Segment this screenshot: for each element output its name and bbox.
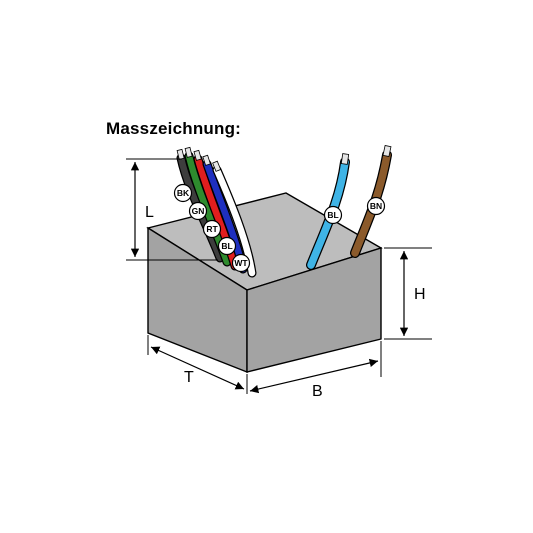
- dimension-l: L: [126, 158, 218, 261]
- svg-text:B: B: [312, 383, 323, 400]
- wire-label-bn: BN: [366, 196, 386, 216]
- svg-text:BN: BN: [370, 201, 382, 211]
- box-front-right-face: [246, 247, 382, 373]
- svg-text:BK: BK: [177, 188, 190, 198]
- dimension-t: T: [147, 335, 248, 394]
- wire-label-bk: BK: [173, 183, 193, 203]
- svg-text:H: H: [414, 286, 426, 303]
- svg-text:L: L: [145, 204, 154, 221]
- svg-text:BL: BL: [327, 210, 338, 220]
- svg-text:GN: GN: [192, 206, 205, 216]
- diagram-title: Masszeichnung:: [106, 119, 242, 138]
- dimension-b: B: [249, 341, 382, 400]
- wire-tips-left: [176, 146, 222, 172]
- svg-text:T: T: [184, 369, 194, 386]
- dimension-h: H: [384, 247, 432, 340]
- wire-label-bl-outer: BL: [323, 205, 343, 225]
- wire-label-wt: WT: [231, 253, 251, 273]
- junction-box: [146, 192, 383, 374]
- wire-label-bl-inner: BL: [217, 236, 237, 256]
- wire-label-rt: RT: [202, 219, 222, 239]
- svg-text:WT: WT: [234, 258, 248, 268]
- svg-text:BL: BL: [221, 241, 232, 251]
- svg-text:RT: RT: [206, 224, 218, 234]
- wire-label-gn: GN: [188, 201, 208, 221]
